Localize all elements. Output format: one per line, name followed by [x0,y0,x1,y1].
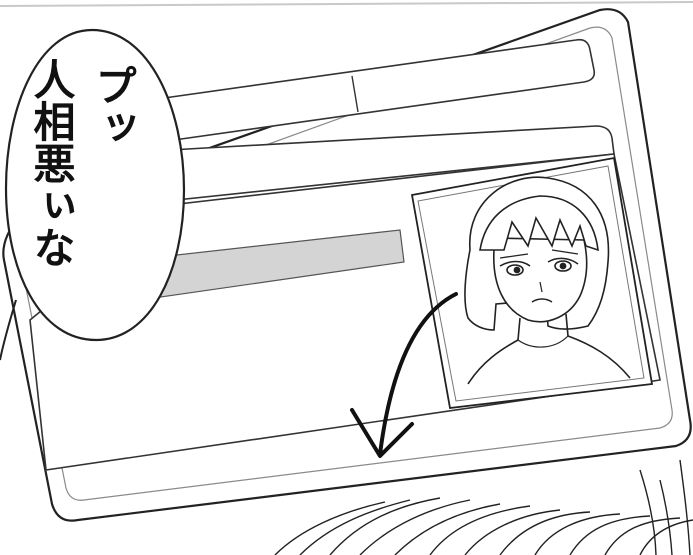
speech-bubble [4,28,186,342]
speech-bubble-tail [0,299,17,361]
portrait [464,176,631,385]
name-field-divider [351,75,359,113]
curved-arrow-down-icon [350,292,458,458]
speech-line-2: 人相悪ぃな [27,58,76,268]
id-card-address-field [169,125,615,201]
hair-strands [274,459,693,555]
speech-line-1: プッ [89,64,138,148]
panel-top-border [0,1,693,7]
